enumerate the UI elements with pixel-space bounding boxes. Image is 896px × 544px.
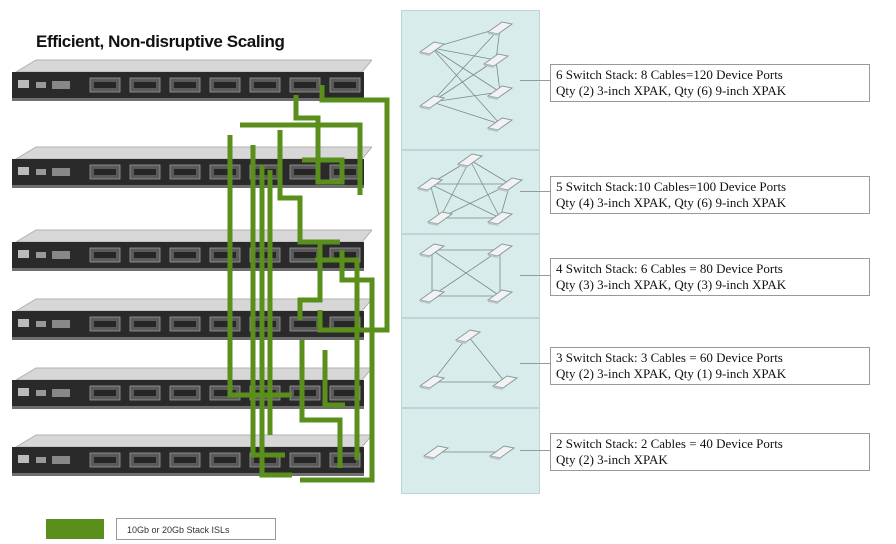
switch-node-icon xyxy=(418,95,446,110)
switch-node-icon xyxy=(486,289,514,304)
switch-node-icon xyxy=(426,211,454,226)
stack-label-line1: 4 Switch Stack: 6 Cables = 80 Device Por… xyxy=(556,261,783,276)
switch-node-icon xyxy=(486,85,514,100)
stack-cable xyxy=(297,240,323,320)
switch-node-icon xyxy=(416,177,444,192)
stack-cable xyxy=(293,95,345,185)
stack-cable xyxy=(300,250,375,483)
switch-unit xyxy=(10,58,372,108)
stack-label-2: 2 Switch Stack: 2 Cables = 40 Device Por… xyxy=(550,433,870,471)
switch-node-icon xyxy=(486,243,514,258)
stack-cable xyxy=(240,122,363,195)
switch-unit xyxy=(10,145,372,195)
switch-node-icon xyxy=(486,211,514,226)
switch-node-icon xyxy=(418,289,446,304)
page-title: Efficient, Non-disruptive Scaling xyxy=(36,32,285,51)
switch-node-icon xyxy=(456,153,484,168)
stack-label-line2: Qty (2) 3-inch XPAK, Qty (1) 9-inch XPAK xyxy=(556,366,787,381)
stack-label-line2: Qty (2) 3-inch XPAK xyxy=(556,452,668,467)
switch-unit xyxy=(10,366,372,416)
topology-panel-2 xyxy=(401,408,540,494)
stack-cable xyxy=(277,130,340,245)
switch-node-icon xyxy=(482,53,510,68)
switch-node-icon xyxy=(491,375,519,390)
connector-line xyxy=(520,363,550,364)
switch-node-icon xyxy=(496,177,524,192)
switch-node-icon xyxy=(486,21,514,36)
stack-label-3: 3 Switch Stack: 3 Cables = 60 Device Por… xyxy=(550,347,870,385)
connector-line xyxy=(520,191,550,192)
switch-node-icon xyxy=(418,375,446,390)
topology-panel-6 xyxy=(401,10,540,150)
switch-node-icon xyxy=(488,445,516,460)
stack-label-line2: Qty (3) 3-inch XPAK, Qty (3) 9-inch XPAK xyxy=(556,277,787,292)
stack-label-line2: Qty (2) 3-inch XPAK, Qty (6) 9-inch XPAK xyxy=(556,83,787,98)
topology-panel-5 xyxy=(401,150,540,234)
legend-label: 10Gb or 20Gb Stack ISLs xyxy=(116,518,276,540)
stack-cable xyxy=(299,340,343,468)
stack-cable xyxy=(250,145,285,458)
stack-cable xyxy=(259,165,292,478)
switch-node-icon xyxy=(418,243,446,258)
switch-node-icon xyxy=(486,117,514,132)
switch-node-icon xyxy=(418,41,446,56)
stack-label-4: 4 Switch Stack: 6 Cables = 80 Device Por… xyxy=(550,258,870,296)
stack-cable xyxy=(315,257,360,460)
switch-unit xyxy=(10,228,372,278)
switch-node-icon xyxy=(422,445,450,460)
legend-swatch xyxy=(46,519,104,539)
stack-label-5: 5 Switch Stack:10 Cables=100 Device Port… xyxy=(550,176,870,214)
stack-label-line1: 5 Switch Stack:10 Cables=100 Device Port… xyxy=(556,179,787,194)
connector-line xyxy=(520,450,550,451)
stack-label-line2: Qty (4) 3-inch XPAK, Qty (6) 9-inch XPAK xyxy=(556,195,787,210)
switch-node-icon xyxy=(454,329,482,344)
connector-line xyxy=(520,80,550,81)
stack-label-line1: 3 Switch Stack: 3 Cables = 60 Device Por… xyxy=(556,350,783,365)
connector-line xyxy=(520,275,550,276)
stack-cable xyxy=(317,85,390,333)
switch-unit xyxy=(10,433,372,483)
stack-label-6: 6 Switch Stack: 8 Cables=120 Device Port… xyxy=(550,64,870,102)
stack-label-line1: 6 Switch Stack: 8 Cables=120 Device Port… xyxy=(556,67,783,82)
stack-cable xyxy=(322,350,345,408)
stack-label-line1: 2 Switch Stack: 2 Cables = 40 Device Por… xyxy=(556,436,783,451)
